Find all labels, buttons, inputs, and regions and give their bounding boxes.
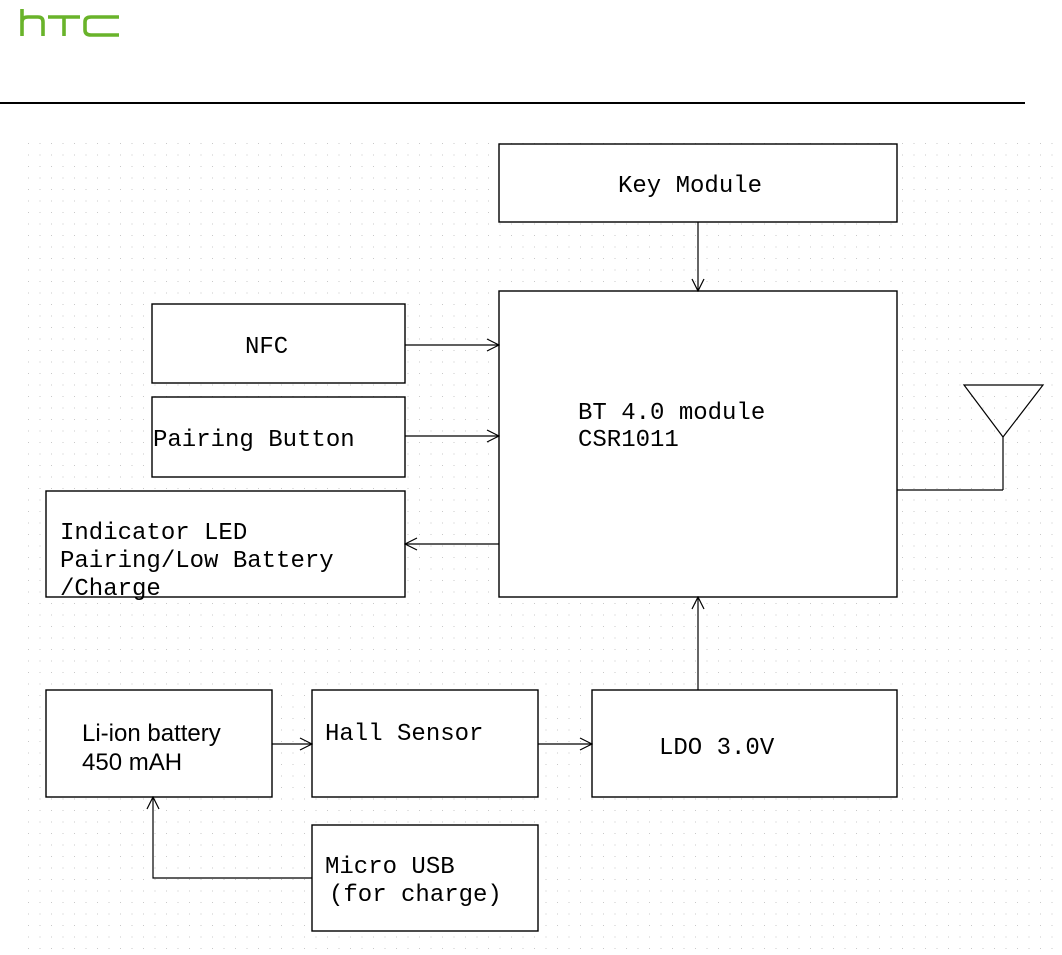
bt-module-label-line2: CSR1011: [578, 427, 679, 454]
battery-label-line2: 450 mAH: [82, 749, 182, 776]
key-module-label: Key Module: [618, 173, 762, 200]
indicator-led-block: Indicator LED Pairing/Low Battery /Charg…: [46, 491, 405, 603]
micro-usb-label-line1: Micro USB: [325, 854, 455, 881]
logo-letter-t: [48, 17, 80, 36]
nfc-label: NFC: [245, 334, 288, 361]
htc-logo-text: htc: [20, 34, 23, 37]
micro-usb-block: Micro USB (for charge): [312, 825, 538, 931]
pairing-button-block: Pairing Button: [152, 397, 405, 477]
logo-letter-h: [22, 9, 43, 36]
bt-module-label-line1: BT 4.0 module: [578, 400, 765, 427]
pairing-button-label: Pairing Button: [153, 427, 355, 454]
indicator-led-label-line2: Pairing/Low Battery: [60, 548, 334, 575]
htc-logo: htc: [20, 9, 119, 37]
bt-module-block: BT 4.0 module CSR1011: [499, 291, 897, 597]
nfc-block: NFC: [152, 304, 405, 383]
hall-sensor-block: Hall Sensor: [312, 690, 538, 797]
key-module-block: Key Module: [499, 144, 897, 222]
battery-label-line1: Li-ion battery: [82, 720, 221, 747]
htc-logo-glyphs: [22, 9, 119, 36]
hall-sensor-label: Hall Sensor: [325, 721, 483, 748]
indicator-led-label-line3: /Charge: [60, 576, 161, 603]
ldo-block: LDO 3.0V: [592, 690, 897, 797]
logo-letter-c: [85, 17, 119, 35]
ldo-label: LDO 3.0V: [659, 735, 775, 762]
battery-block: Li-ion battery 450 mAH: [46, 690, 272, 797]
indicator-led-label-line1: Indicator LED: [60, 520, 247, 547]
micro-usb-label-line2: (for charge): [329, 882, 502, 909]
